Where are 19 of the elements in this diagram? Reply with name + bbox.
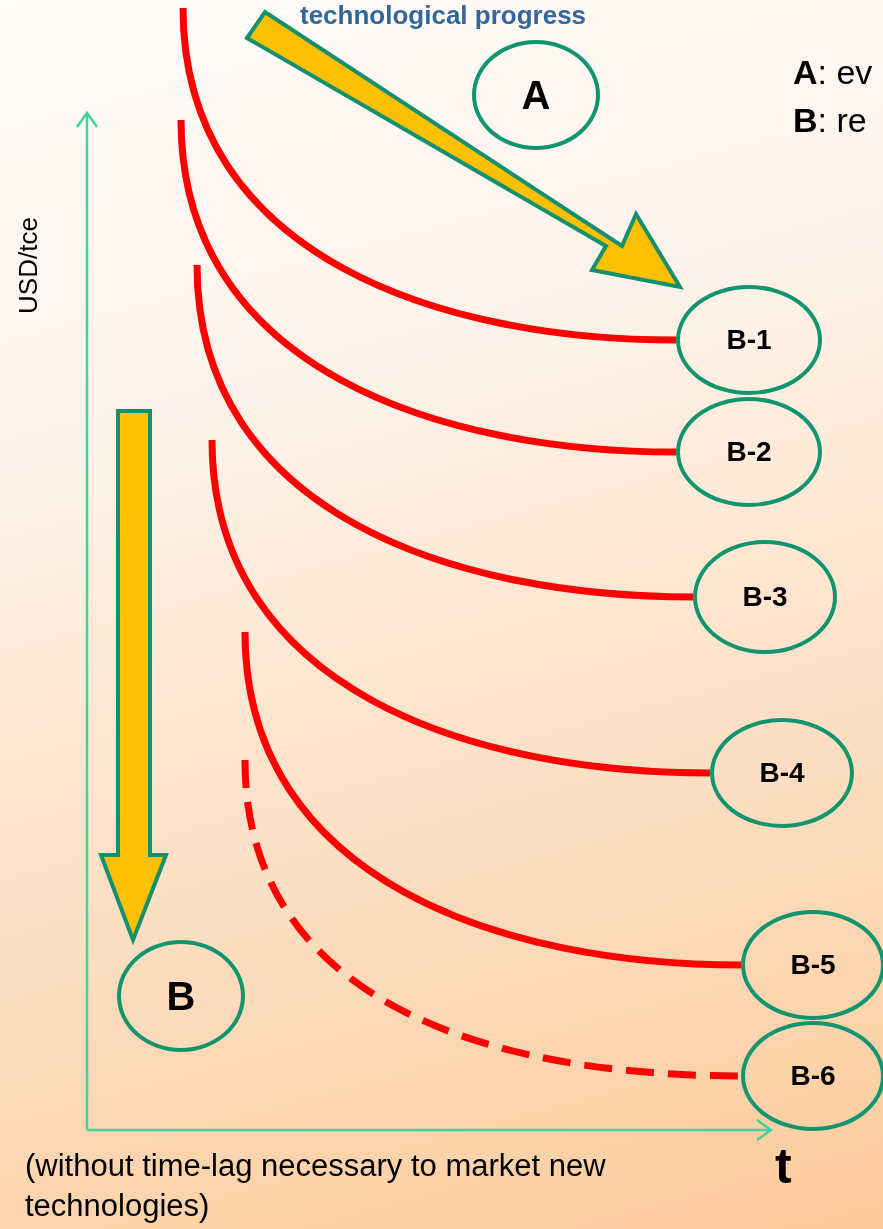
legend-text: A: ev — [793, 52, 873, 92]
note: (without time-lag necessary to market new technologies) — [25, 1147, 607, 1225]
label-ellipse: B-3 — [693, 540, 837, 654]
label-ellipse: B-5 — [741, 910, 883, 1020]
curve-line — [177, 119, 677, 456]
label-ellipse: B-1 — [676, 285, 822, 395]
label-ellipse: B-2 — [676, 397, 822, 507]
title: technological progress — [300, 0, 587, 30]
curve-line — [241, 631, 742, 969]
curve-line — [208, 439, 711, 777]
label-ellipse: B-4 — [710, 718, 854, 828]
curve-line — [193, 264, 694, 601]
curve-line — [179, 7, 677, 344]
legend-text: B: re — [793, 100, 867, 140]
label-ellipse: B-6 — [741, 1021, 883, 1131]
axis-label: t — [775, 1140, 792, 1192]
label-ellipse: B — [117, 940, 245, 1052]
label-ellipse: A — [472, 40, 600, 150]
axis-label: USD/tce — [11, 215, 44, 316]
